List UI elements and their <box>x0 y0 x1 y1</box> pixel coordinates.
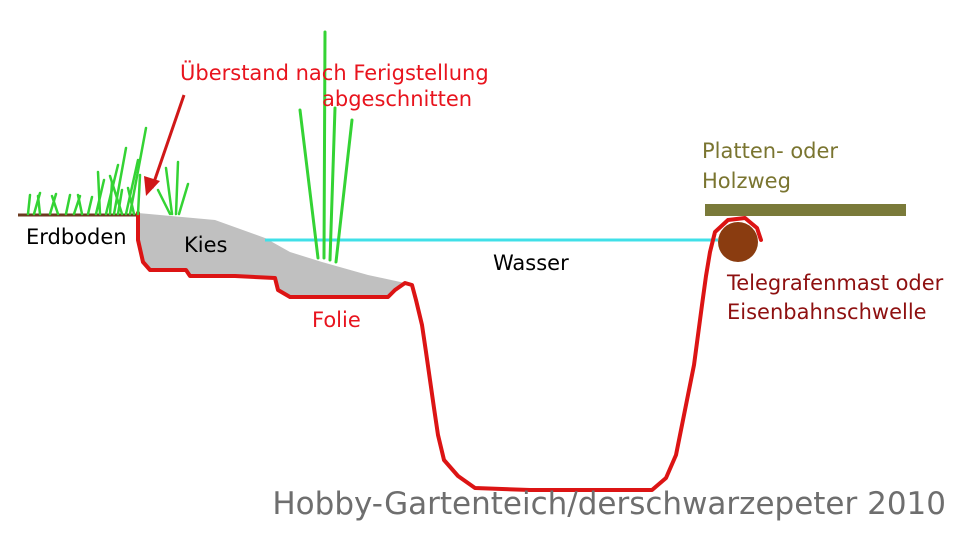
label-folie: Folie <box>312 308 361 332</box>
label-weg-line1: Platten- oder <box>702 139 838 163</box>
label-mast-line2: Eisenbahnschwelle <box>727 300 927 324</box>
arrow-icon <box>144 94 186 196</box>
label-wasser: Wasser <box>493 251 569 275</box>
grass-tuft-left <box>26 126 148 216</box>
label-weg-line2: Holzweg <box>702 169 791 193</box>
platform-path <box>705 204 906 216</box>
post-icon <box>718 222 758 262</box>
tall-reeds <box>298 30 354 264</box>
gravel-layer <box>138 213 405 297</box>
label-kies: Kies <box>184 233 227 257</box>
label-mast-line1: Telegrafenmast oder <box>726 271 944 295</box>
label-ueberstand-line1: Überstand nach Ferigstellung <box>180 60 489 85</box>
grass-tuft-middle <box>156 160 190 216</box>
label-ueberstand-line2: abgeschnitten <box>322 87 472 111</box>
pond-liner <box>136 211 763 492</box>
credit-text: Hobby-Gartenteich/derschwarzepeter 2010 <box>272 486 946 522</box>
label-erdboden: Erdboden <box>26 225 127 249</box>
